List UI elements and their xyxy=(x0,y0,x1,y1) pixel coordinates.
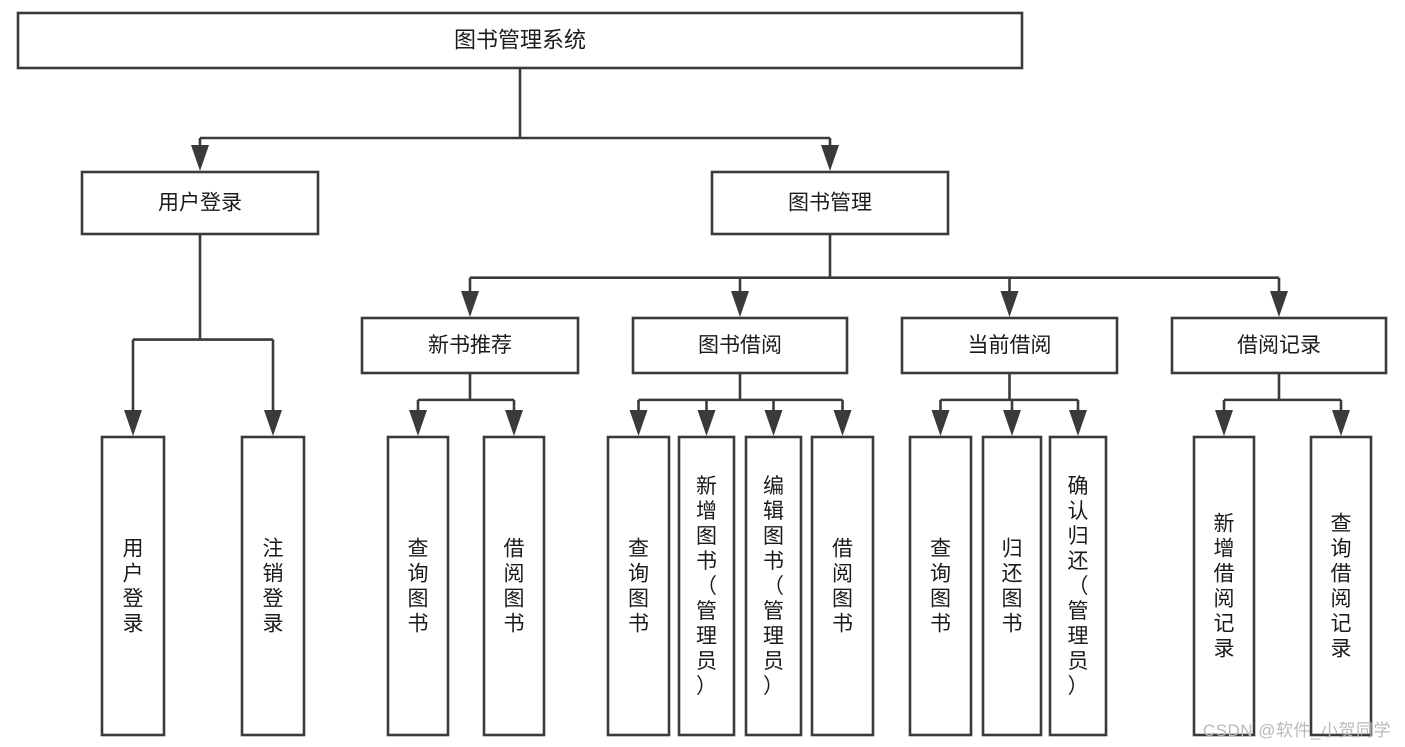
node-leaf-query-borrow-record[interactable]: 查询借阅记录 xyxy=(1309,435,1373,737)
node-label-vertical: 查询借阅记录 xyxy=(1331,513,1352,661)
node-outline xyxy=(744,435,803,737)
node-outline xyxy=(631,316,849,375)
node-root-root[interactable]: 图书管理系统 xyxy=(16,11,1024,70)
arrow-head-icon xyxy=(697,410,716,436)
node-outline xyxy=(1309,435,1373,737)
node-leaf-edit-book-admin[interactable]: 编辑图书（管理员） xyxy=(744,435,803,737)
node-outline xyxy=(240,435,306,737)
arrow-head-icon xyxy=(1069,410,1087,436)
node-label-vertical: 确认归还（管理员） xyxy=(1068,475,1089,698)
node-label: 用户登录 xyxy=(158,192,242,215)
watermark-text: CSDN @软件_小贺同学 xyxy=(1202,721,1391,740)
node-label-vertical: 借阅图书 xyxy=(504,538,525,636)
node-leaf-user-login[interactable]: 用户登录 xyxy=(100,435,166,737)
node-label-vertical: 查询图书 xyxy=(930,538,951,636)
arrow-head-icon xyxy=(505,410,523,436)
node-leaf-return-book[interactable]: 归还图书 xyxy=(981,435,1043,737)
node-outline xyxy=(386,435,450,737)
node-label-vertical: 新增图书（管理员） xyxy=(696,475,717,698)
node-leaf-confirm-return-admin[interactable]: 确认归还（管理员） xyxy=(1048,435,1108,737)
node-outline xyxy=(1048,435,1108,737)
node-outline xyxy=(1170,316,1388,375)
node-label-vertical: 查询图书 xyxy=(408,538,429,636)
node-outline xyxy=(710,170,950,236)
arrow-head-icon xyxy=(124,410,142,436)
node-label-vertical: 新增借阅记录 xyxy=(1214,513,1235,661)
arrow-head-icon xyxy=(1215,410,1233,436)
arrow-head-icon xyxy=(931,410,950,436)
arrow-head-icon xyxy=(1270,291,1288,317)
node-outline xyxy=(810,435,875,737)
node-outline xyxy=(1192,435,1256,737)
node-leaf-query-book-borrow[interactable]: 查询图书 xyxy=(606,435,671,737)
node-user-login[interactable]: 用户登录 xyxy=(80,170,320,236)
node-label: 图书管理系统 xyxy=(454,27,586,52)
node-leaf-add-book-admin[interactable]: 新增图书（管理员） xyxy=(677,435,736,737)
node-outline xyxy=(606,435,671,737)
arrow-head-icon xyxy=(191,145,209,171)
node-label: 借阅记录 xyxy=(1237,334,1321,357)
arrow-head-icon xyxy=(409,410,427,436)
arrow-head-icon xyxy=(1332,410,1350,436)
node-label-vertical: 编辑图书（管理员） xyxy=(763,475,784,698)
connector-layer xyxy=(124,68,1350,436)
node-current-borrow[interactable]: 当前借阅 xyxy=(900,316,1119,375)
node-leaf-add-borrow-record[interactable]: 新增借阅记录 xyxy=(1192,435,1256,737)
node-outline xyxy=(80,170,320,236)
node-outline xyxy=(900,316,1119,375)
node-label: 图书借阅 xyxy=(698,334,782,357)
node-outline xyxy=(908,435,973,737)
node-label: 图书管理 xyxy=(788,192,872,215)
arrow-head-icon xyxy=(629,410,648,436)
arrow-head-icon xyxy=(821,145,839,171)
node-outline xyxy=(482,435,546,737)
arrow-head-icon xyxy=(764,410,783,436)
node-outline xyxy=(981,435,1043,737)
node-book-borrow[interactable]: 图书借阅 xyxy=(631,316,849,375)
node-label-vertical: 借阅图书 xyxy=(832,538,853,636)
arrow-head-icon xyxy=(833,410,852,436)
node-label: 新书推荐 xyxy=(428,334,512,357)
node-borrow-record[interactable]: 借阅记录 xyxy=(1170,316,1388,375)
node-outline xyxy=(100,435,166,737)
node-leaf-borrow-book-recommend[interactable]: 借阅图书 xyxy=(482,435,546,737)
node-label: 当前借阅 xyxy=(968,334,1052,357)
node-new-book-recommend[interactable]: 新书推荐 xyxy=(360,316,580,375)
node-leaf-query-book-recommend[interactable]: 查询图书 xyxy=(386,435,450,737)
node-label-vertical: 归还图书 xyxy=(1002,538,1023,636)
arrow-head-icon xyxy=(1003,410,1021,436)
node-book-manage[interactable]: 图书管理 xyxy=(710,170,950,236)
arrow-head-icon xyxy=(264,410,282,436)
node-layer: 图书管理系统用户登录图书管理新书推荐图书借阅当前借阅借阅记录用户登录注销登录查询… xyxy=(16,11,1388,737)
node-leaf-query-book-current[interactable]: 查询图书 xyxy=(908,435,973,737)
node-label-vertical: 注销登录 xyxy=(263,538,284,636)
node-outline xyxy=(677,435,736,737)
node-leaf-logout-login[interactable]: 注销登录 xyxy=(240,435,306,737)
arrow-head-icon xyxy=(731,291,749,317)
arrow-head-icon xyxy=(1000,291,1019,317)
node-outline xyxy=(360,316,580,375)
node-outline xyxy=(16,11,1024,70)
node-leaf-borrow-book[interactable]: 借阅图书 xyxy=(810,435,875,737)
arrow-head-icon xyxy=(461,291,479,317)
node-label-vertical: 查询图书 xyxy=(628,538,649,636)
node-label-vertical: 用户登录 xyxy=(123,538,144,636)
